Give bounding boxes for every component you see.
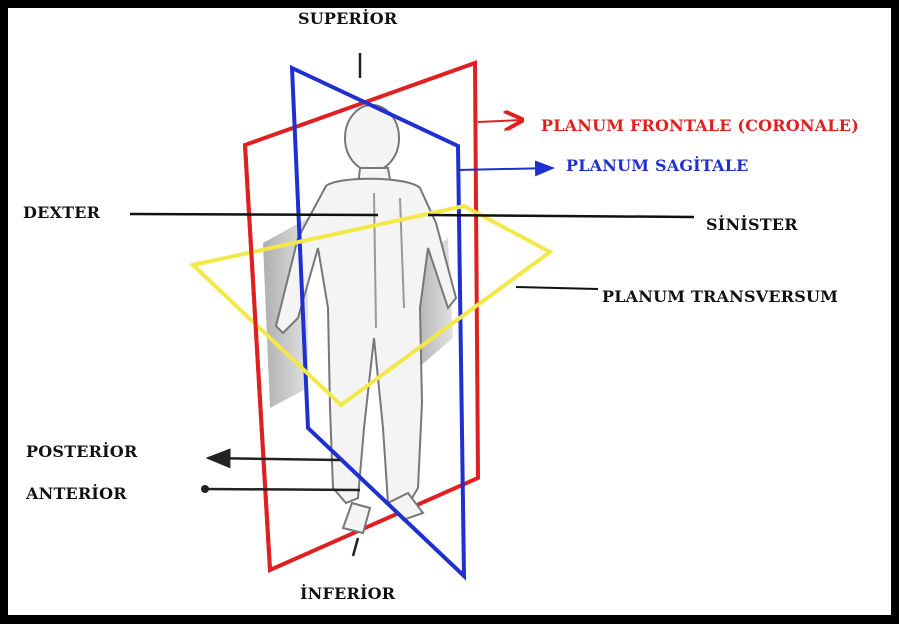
frontal-plane-edge bbox=[245, 145, 270, 570]
anatomical-planes-diagram: SUPERİOR İNFERİOR DEXTER SİNİSTER PLANUM… bbox=[8, 8, 891, 615]
anterior-arrow-line bbox=[206, 489, 360, 490]
label-planum-frontale: PLANUM FRONTALE (CORONALE) bbox=[541, 116, 859, 135]
posterior-arrow bbox=[208, 458, 340, 460]
frontal-pointer-arrow bbox=[478, 120, 522, 122]
dexter-line bbox=[130, 214, 378, 215]
label-superior: SUPERİOR bbox=[298, 8, 398, 28]
diagram-canvas: SUPERİOR İNFERİOR DEXTER SİNİSTER PLANUM… bbox=[8, 8, 891, 615]
label-planum-sagitale: PLANUM SAGİTALE bbox=[566, 155, 749, 175]
label-posterior: POSTERİOR bbox=[26, 441, 138, 461]
label-dexter: DEXTER bbox=[23, 203, 101, 222]
transverse-pointer-line bbox=[516, 287, 598, 289]
label-sinister: SİNİSTER bbox=[706, 214, 798, 234]
inferior-axis-tick bbox=[353, 538, 358, 556]
sagittal-pointer-arrow bbox=[458, 168, 553, 170]
label-anterior: ANTERİOR bbox=[25, 483, 127, 503]
sinister-line bbox=[428, 215, 694, 217]
label-inferior: İNFERİOR bbox=[300, 583, 396, 603]
anterior-arrow-dot bbox=[201, 485, 209, 493]
label-planum-transversum: PLANUM TRANSVERSUM bbox=[602, 287, 838, 306]
